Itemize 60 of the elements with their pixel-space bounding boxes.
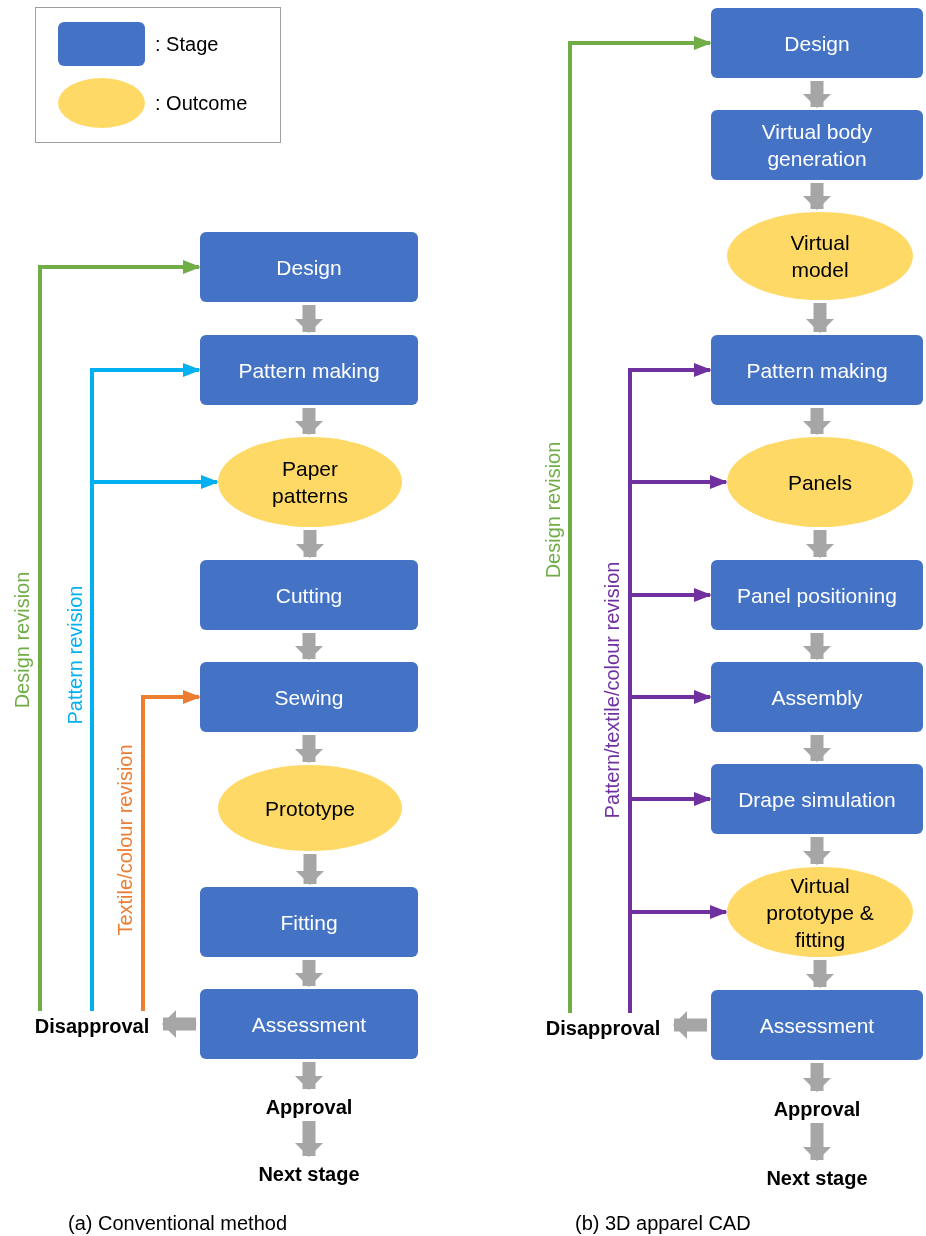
- flow-arrow: [295, 1121, 323, 1157]
- stage-box: Assessment: [711, 990, 923, 1060]
- stage-box: Assessment: [200, 989, 418, 1059]
- outcome-text: Approval: [773, 1094, 861, 1124]
- flow-arrow: [806, 530, 834, 558]
- legend-text: : Outcome: [155, 91, 248, 116]
- stage-box: Pattern making: [711, 335, 923, 405]
- stage-box: Panel positioning: [711, 560, 923, 630]
- flow-arrow: [673, 1011, 707, 1039]
- outcome-ellipse: Panels: [727, 437, 913, 527]
- flow-arrow: [295, 735, 323, 763]
- flow-arrow: [296, 530, 324, 558]
- edge-label: Design revision: [541, 441, 565, 579]
- stage-box: Design: [200, 232, 418, 302]
- stage-box: Fitting: [200, 887, 418, 957]
- flow-arrow: [803, 633, 831, 660]
- outcome-text: Disapproval: [34, 1011, 150, 1041]
- caption: (a) Conventional method: [68, 1211, 287, 1236]
- outcome-ellipse: Paper patterns: [218, 437, 402, 527]
- edge-label: Design revision: [10, 571, 34, 709]
- outcome-text: Approval: [265, 1092, 353, 1122]
- legend-text: : Stage: [155, 32, 219, 57]
- edge-label: Textile/colour revision: [113, 744, 137, 936]
- feedback-arrow: [628, 905, 728, 1013]
- stage-box: Virtual body generation: [711, 110, 923, 180]
- stage-box: Assembly: [711, 662, 923, 732]
- flow-arrow: [803, 837, 831, 865]
- flow-arrow: [162, 1010, 196, 1038]
- flow-arrow: [803, 81, 831, 108]
- flow-arrow: [806, 303, 834, 333]
- flow-arrow: [803, 735, 831, 762]
- flow-arrow: [295, 633, 323, 660]
- flow-arrow: [803, 1063, 831, 1092]
- outcome-ellipse: Virtual prototype & fitting: [727, 867, 913, 957]
- flow-arrow: [806, 960, 834, 988]
- flow-arrow: [295, 408, 323, 435]
- outcome-text: Next stage: [258, 1159, 360, 1189]
- flow-arrow: [803, 1123, 831, 1161]
- outcome-text: Disapproval: [545, 1013, 661, 1043]
- flow-arrow: [803, 183, 831, 210]
- edge-label: Pattern revision: [63, 585, 87, 725]
- stage-box: Cutting: [200, 560, 418, 630]
- caption: (b) 3D apparel CAD: [575, 1211, 751, 1236]
- flow-arrow: [296, 854, 324, 885]
- stage-box: Drape simulation: [711, 764, 923, 834]
- feedback-arrow: [568, 36, 712, 1013]
- stage-box: Design: [711, 8, 923, 78]
- flow-arrow: [803, 408, 831, 435]
- flow-arrow: [295, 960, 323, 987]
- outcome-text: Next stage: [766, 1163, 868, 1193]
- feedback-arrow: [90, 475, 219, 1011]
- edge-label: Pattern/textile/colour revision: [600, 561, 624, 819]
- flow-arrow: [295, 1062, 323, 1090]
- feedback-arrow: [38, 260, 201, 1011]
- flow-arrow: [295, 305, 323, 333]
- stage-box: Pattern making: [200, 335, 418, 405]
- feedback-arrow: [141, 690, 201, 1011]
- stage-box: Sewing: [200, 662, 418, 732]
- outcome-ellipse: Virtual model: [727, 212, 913, 300]
- outcome-ellipse: Prototype: [218, 765, 402, 851]
